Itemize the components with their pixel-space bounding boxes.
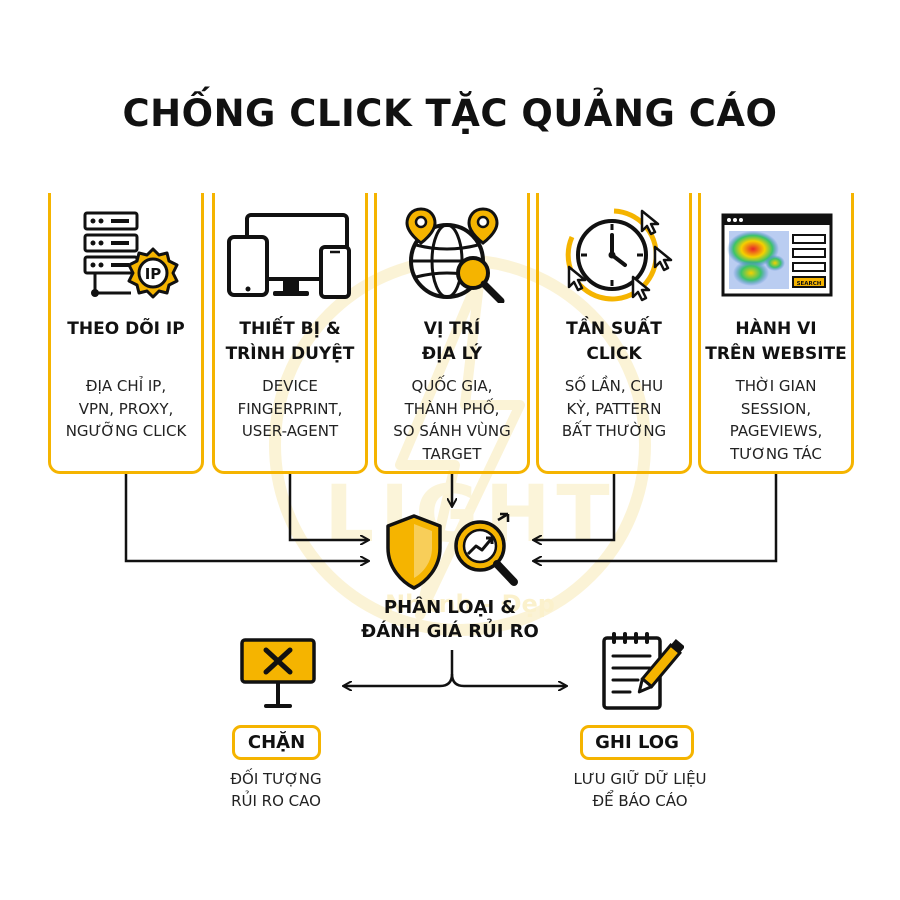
svg-text:IP: IP xyxy=(145,265,162,283)
clock-clicks-icon xyxy=(565,208,673,302)
server-ip-icon: IP xyxy=(83,211,179,299)
risk-classification-label: PHÂN LOẠI &ĐÁNH GIÁ RỦI RO xyxy=(361,597,539,642)
block-sign-icon xyxy=(240,638,316,708)
watermark-tagline: Nhanh – Đẹp xyxy=(385,590,555,618)
block-label: CHẶN xyxy=(232,725,321,760)
log-label: GHI LOG xyxy=(580,725,694,760)
card-description: ĐỊA CHỈ IP,VPN, PROXY,NGƯỠNG CLICK xyxy=(65,377,187,440)
card-title: THIẾT BỊ &TRÌNH DUYỆT xyxy=(225,319,355,364)
notepad-pencil-icon xyxy=(602,632,684,710)
card-ip-tracking: IP THEO DÕI IP ĐỊA CHỈ IP,VPN, PROXY,NGƯ… xyxy=(48,193,204,474)
page-title: CHỐNG CLICK TẶC QUẢNG CÁO xyxy=(122,92,778,135)
devices-icon xyxy=(227,213,351,299)
svg-text:SEARCH: SEARCH xyxy=(797,281,822,287)
globe-location-icon xyxy=(405,207,505,303)
shield-analytics-icon xyxy=(386,512,518,590)
heatmap-browser-icon: SEARCH xyxy=(721,213,833,297)
card-title: THEO DÕI IP xyxy=(67,319,185,339)
